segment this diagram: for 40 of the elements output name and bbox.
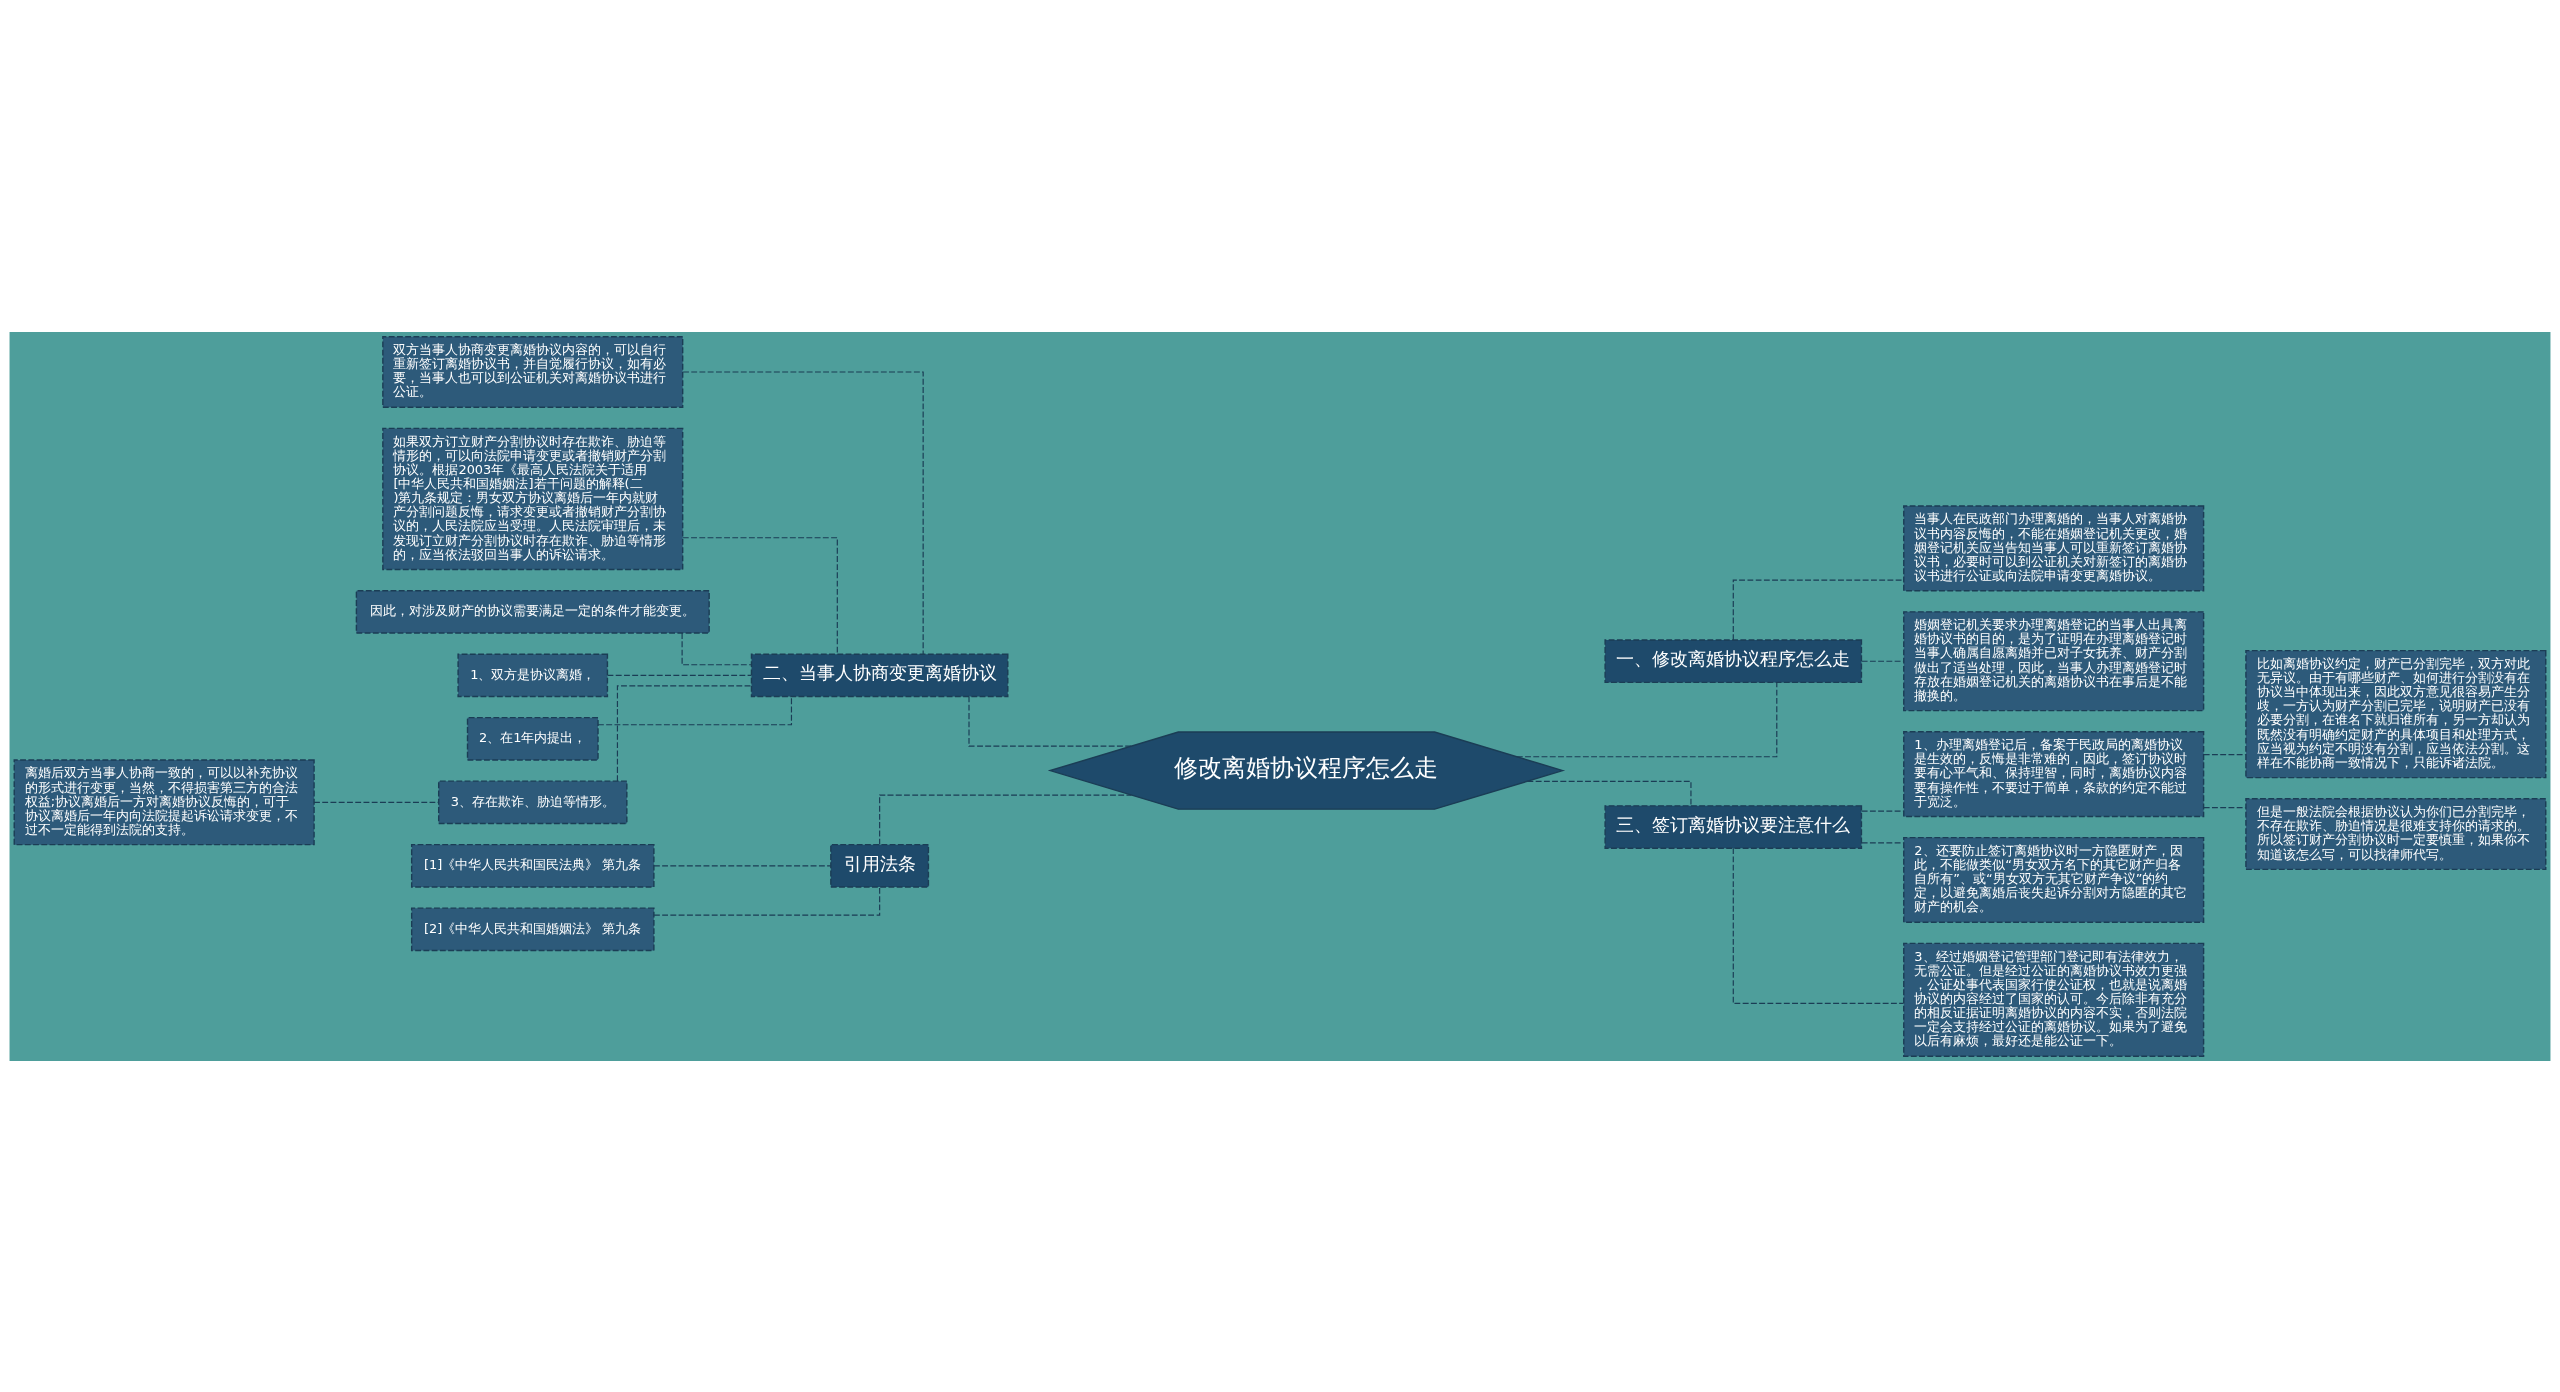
node-box: [2]《中华人民共和国婚姻法》 第九条 — [410, 906, 655, 951]
node-box: [1]《中华人民共和国民法典》 第九条 — [410, 843, 655, 888]
node-box: 婚姻登记机关要求办理离婚登记的当事人出具离婚协议书的目的，是为了证明在办理离婚登记时当事人确属自愿离婚并已对子女抚养、财产分割做出了适当处理，因此，当事人办理离婚登记时存放在婚姻登记机关的离婚协议书在事后是不能撤换的。 — [1903, 610, 2205, 711]
node-box: 2、还要防止签订离婚协议时一方隐匿财产，因此，不能做类似“男女双方名下的其它财产归各自所有”、或“男女双方无其它财产争议”的约定，以避免离婚后丧失起诉分割对方隐匿的其它财产的机会。 — [1903, 836, 2205, 923]
node-box: 离婚后双方当事人协商一致的，可以以补充协议的形式进行变更，当然，不得损害第三方的合法权益;协议离婚后一方对离婚协议反悔的，可于协议离婚后一年内向法院提起诉讼请求变更，不过不一定能得到法院的支持。 — [13, 758, 315, 845]
node-box: 因此，对涉及财产的协议需要满足一定的条件才能变更。 — [355, 589, 710, 634]
connector — [681, 631, 752, 665]
node-box: 2、在1年内提出， — [466, 716, 599, 761]
connector — [313, 801, 440, 803]
connector — [2203, 753, 2246, 755]
node-box: 三、签订离婚协议要注意什么 — [1604, 804, 1863, 849]
connector — [1861, 810, 1905, 812]
node-box: 一、修改离婚协议程序怎么走 — [1604, 638, 1863, 683]
connector — [1732, 579, 1904, 640]
connector — [653, 885, 881, 916]
node-box: 双方当事人协商变更离婚协议内容的，可以自行重新签订离婚协议书，并自觉履行协议，如有必要，当事人也可以到公证机关对离婚协议书进行公证。 — [382, 335, 684, 408]
connector — [1526, 780, 1692, 806]
connector — [653, 864, 832, 866]
connector — [1516, 681, 1778, 757]
connector — [682, 370, 924, 655]
node-box: 但是一般法院会根据协议认为你们已分割完毕，不存在欺诈、胁迫情况是很难支持你的请求的。所以签订财产分割协议时一定要慎重，如果你不知道该怎么写，可以找律师代写。 — [2245, 797, 2547, 870]
connector — [682, 536, 838, 655]
node-box: 1、双方是协议离婚， — [457, 652, 609, 697]
connector — [1861, 660, 1905, 662]
connector — [607, 674, 752, 676]
connector — [1861, 841, 1905, 843]
connector — [597, 695, 793, 725]
connector — [968, 695, 1132, 747]
node-box: 3、存在欺诈、胁迫等情形。 — [438, 779, 628, 824]
node-box: 引用法条 — [830, 843, 930, 888]
node-box: 比如离婚协议约定，财产已分割完毕，双方对此无异议。由于有哪些财产、如何进行分割没有在协议当中体现出来，因此双方意见很容易产生分歧，一方认为财产分割已完毕，说明财产已没有必要分割，在谁名下就归谁所有，另一方却认为既然没有明确约定财产的具体项目和处理方式，应当视为约定不明没有分割，应当依法分割。这样在不能协商一致情况下，只能诉诸法院。 — [2245, 649, 2547, 778]
node-box: 3、经过婚姻登记管理部门登记即有法律效力，无需公证。但是经过公证的离婚协议书效力更强，公证处事代表国家行使公证权，也就是说离婚协议的内容经过了国家的认可。今后除非有充分的相反证据证明离婚协议的内容不实，否则法院一定会支持经过公证的离婚协议。如果为了避免以后有麻烦，最好还是能公证一下。 — [1903, 942, 2205, 1057]
connector — [2203, 806, 2246, 808]
node-box: 二、当事人协商变更离婚协议 — [750, 652, 1009, 697]
node-box: 当事人在民政部门办理离婚的，当事人对离婚协议书内容反悔的，不能在婚姻登记机关更改，婚姻登记机关应当告知当事人可以重新签订离婚协议书，必要时可以到公证机关对新签订的离婚协议书进行公证或向法院申请变更离婚协议。 — [1903, 504, 2205, 591]
node-box: 如果双方订立财产分割协议时存在欺诈、胁迫等情形的，可以向法院申请变更或者撤销财产分割协议。根据2003年《最高人民法院关于适用[中华人民共和国婚姻法]若干问题的解释(二)第九条规定：男女双方协议离婚后一年内就财产分割问题反悔，请求变更或者撤销财产分割协议的，人民法院应当受理。人民法院审理后，未发现订立财产分割协议时存在欺诈、胁迫等情形的，应当依法驳回当事人的诉讼请求。 — [382, 427, 684, 570]
node-box: 1、办理离婚登记后，备案于民政局的离婚协议是生效的，反悔是非常难的，因此，签订协议时要有心平气和、保持理智，同时，离婚协议内容要有操作性，不要过于简单，条款的约定不能过于宽泛。 — [1903, 730, 2205, 817]
connector — [879, 794, 1132, 845]
connector — [616, 684, 752, 782]
connector — [1732, 847, 1904, 1004]
